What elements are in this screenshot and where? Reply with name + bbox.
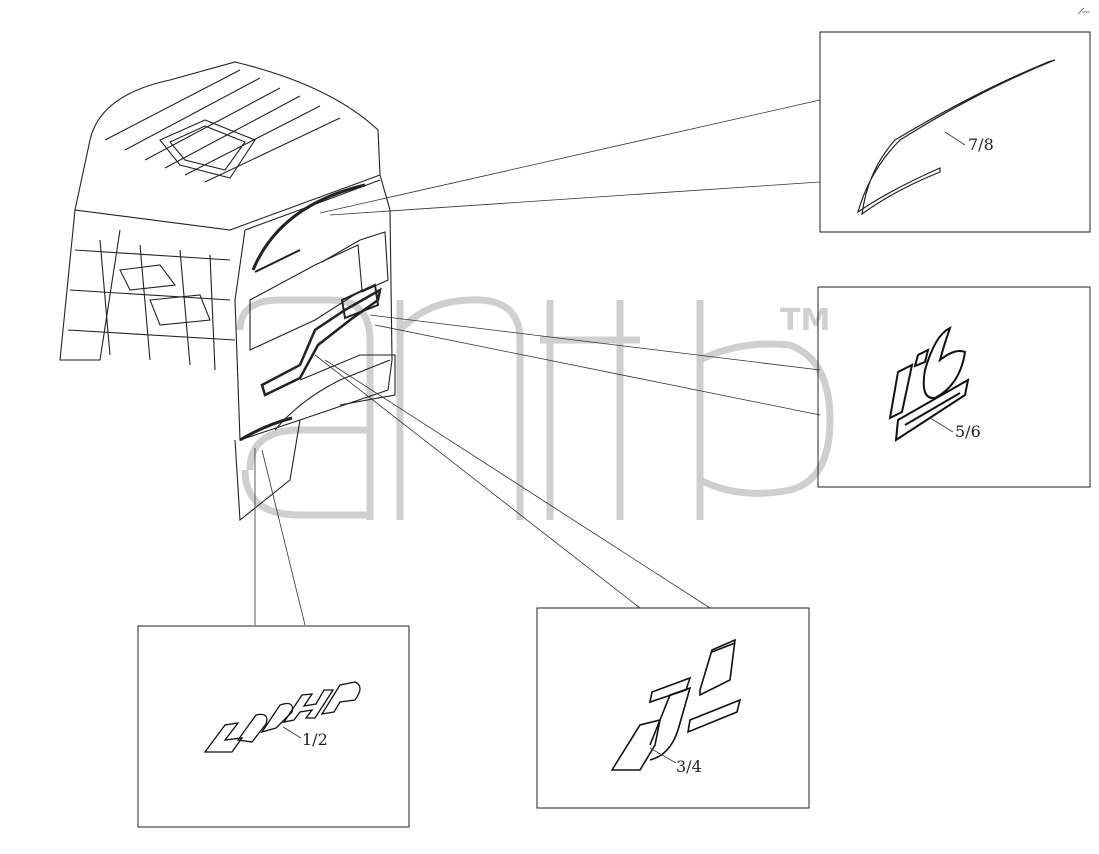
trademark-mark: TM	[780, 303, 830, 338]
callout-label-1-2: 1/2	[302, 730, 328, 749]
callout-label-5-6: 5/6	[955, 422, 981, 441]
callout-7-8: 7/8	[819, 31, 1091, 233]
callout-3-4: 3/4	[536, 607, 810, 809]
leader-lines	[254, 99, 821, 626]
callout-label-3-4: 3/4	[676, 757, 702, 776]
callout-5-6: 5/6	[817, 286, 1091, 488]
corner-mark	[1077, 7, 1090, 15]
420hp-decal-icon	[203, 681, 361, 753]
truck-cab-drawing	[59, 61, 396, 522]
j6-decal-icon	[610, 638, 742, 771]
callout-1-2: 1/2	[137, 625, 410, 828]
callout-label-7-8: 7/8	[968, 135, 994, 154]
watermark	[236, 296, 834, 520]
i6-decal-icon	[888, 326, 970, 442]
swoosh-decal-icon	[856, 59, 1056, 216]
